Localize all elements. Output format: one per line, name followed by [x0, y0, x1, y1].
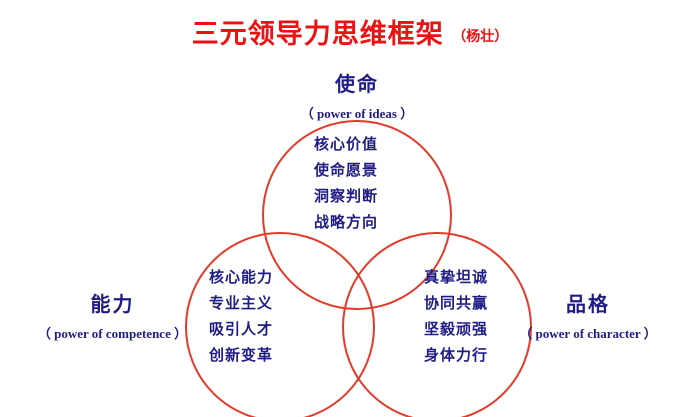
competence-item-list: 核心能力 专业主义 吸引人才 创新变革 — [209, 265, 273, 369]
competence-sublabel: （ power of competence ） — [37, 326, 188, 341]
list-item: 创新变革 — [209, 347, 274, 364]
character-sublabel: （ power of character ） — [519, 326, 657, 341]
page-title: 三元领导力思维框架 （杨壮） — [0, 12, 700, 51]
character-circle — [342, 232, 532, 417]
character-label: 品格 — [566, 294, 610, 316]
competence-label: 能力 — [90, 294, 135, 316]
list-item: 专业主义 — [209, 295, 274, 312]
character-item-list: 真挚坦诚 协同共赢 坚毅顽强 身体力行 — [424, 265, 488, 369]
list-item: 洞察判断 — [314, 188, 379, 205]
list-item: 坚毅顽强 — [424, 321, 489, 338]
list-item: 使命愿景 — [314, 162, 379, 179]
mission-sublabel: （ power of ideas ） — [300, 106, 414, 121]
list-item: 协同共赢 — [424, 295, 489, 312]
title-text: 三元领导力思维框架 — [191, 19, 444, 49]
list-item: 战略方向 — [314, 214, 379, 231]
list-item: 真挚坦诚 — [424, 269, 489, 286]
list-item: 身体力行 — [424, 347, 489, 364]
list-item: 核心能力 — [209, 269, 274, 286]
mission-label-group: 使命 （ power of ideas ） — [262, 68, 452, 122]
mission-label: 使命 — [335, 74, 379, 96]
title-author: （杨壮） — [452, 28, 509, 44]
list-item: 吸引人才 — [209, 321, 274, 338]
competence-label-group: 能力 （ power of competence ） — [25, 288, 200, 342]
mission-item-list: 核心价值 使命愿景 洞察判断 战略方向 — [314, 132, 378, 236]
character-label-group: 品格 （ power of character ） — [498, 288, 678, 342]
list-item: 核心价值 — [314, 136, 379, 153]
